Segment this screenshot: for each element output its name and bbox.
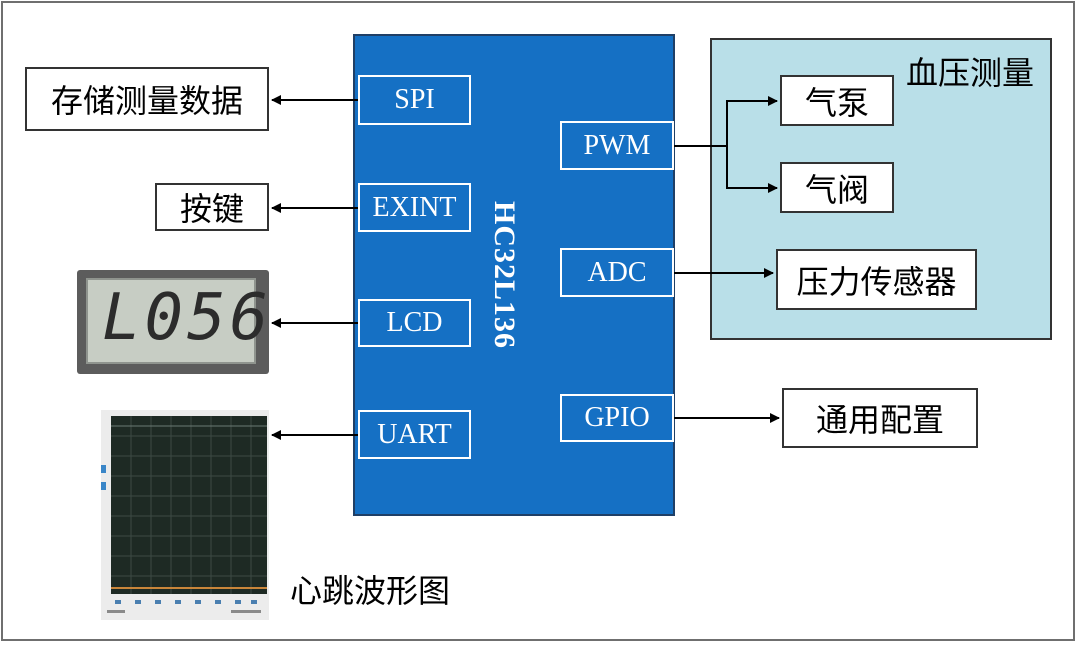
keys-box: 按键 <box>155 183 269 231</box>
scope-side-tab <box>101 482 106 490</box>
heartbeat-waveform-screenshot <box>101 410 269 620</box>
waveform-screen <box>111 416 267 594</box>
port-adc: ADC <box>560 248 674 297</box>
air-valve-box: 气阀 <box>780 162 894 213</box>
port-pwm: PWM <box>560 121 674 170</box>
lcd-screen: L056 <box>86 278 268 364</box>
arrow-pwm-to-pump <box>726 96 778 146</box>
port-uart: UART <box>358 410 471 459</box>
blood-pressure-title: 血压测量 <box>906 54 1035 92</box>
lcd-display-photo: L056 <box>77 270 269 374</box>
lcd-readout: L056 <box>102 281 273 355</box>
waveform-grid <box>111 416 267 594</box>
port-gpio: GPIO <box>560 394 674 442</box>
scope-channel-strip <box>107 600 261 613</box>
general-config-box: 通用配置 <box>782 388 978 448</box>
heartbeat-waveform-caption: 心跳波形图 <box>290 572 451 610</box>
port-exint: EXINT <box>358 183 471 232</box>
arrow-pwm-to-valve <box>726 146 778 193</box>
store-measurement-data-box: 存储测量数据 <box>25 67 269 131</box>
pressure-sensor-box: 压力传感器 <box>776 249 977 310</box>
scope-side-tab <box>101 465 106 473</box>
mcu-block <box>353 34 675 516</box>
port-lcd: LCD <box>358 299 471 347</box>
port-spi: SPI <box>358 75 471 125</box>
air-pump-box: 气泵 <box>780 75 894 126</box>
